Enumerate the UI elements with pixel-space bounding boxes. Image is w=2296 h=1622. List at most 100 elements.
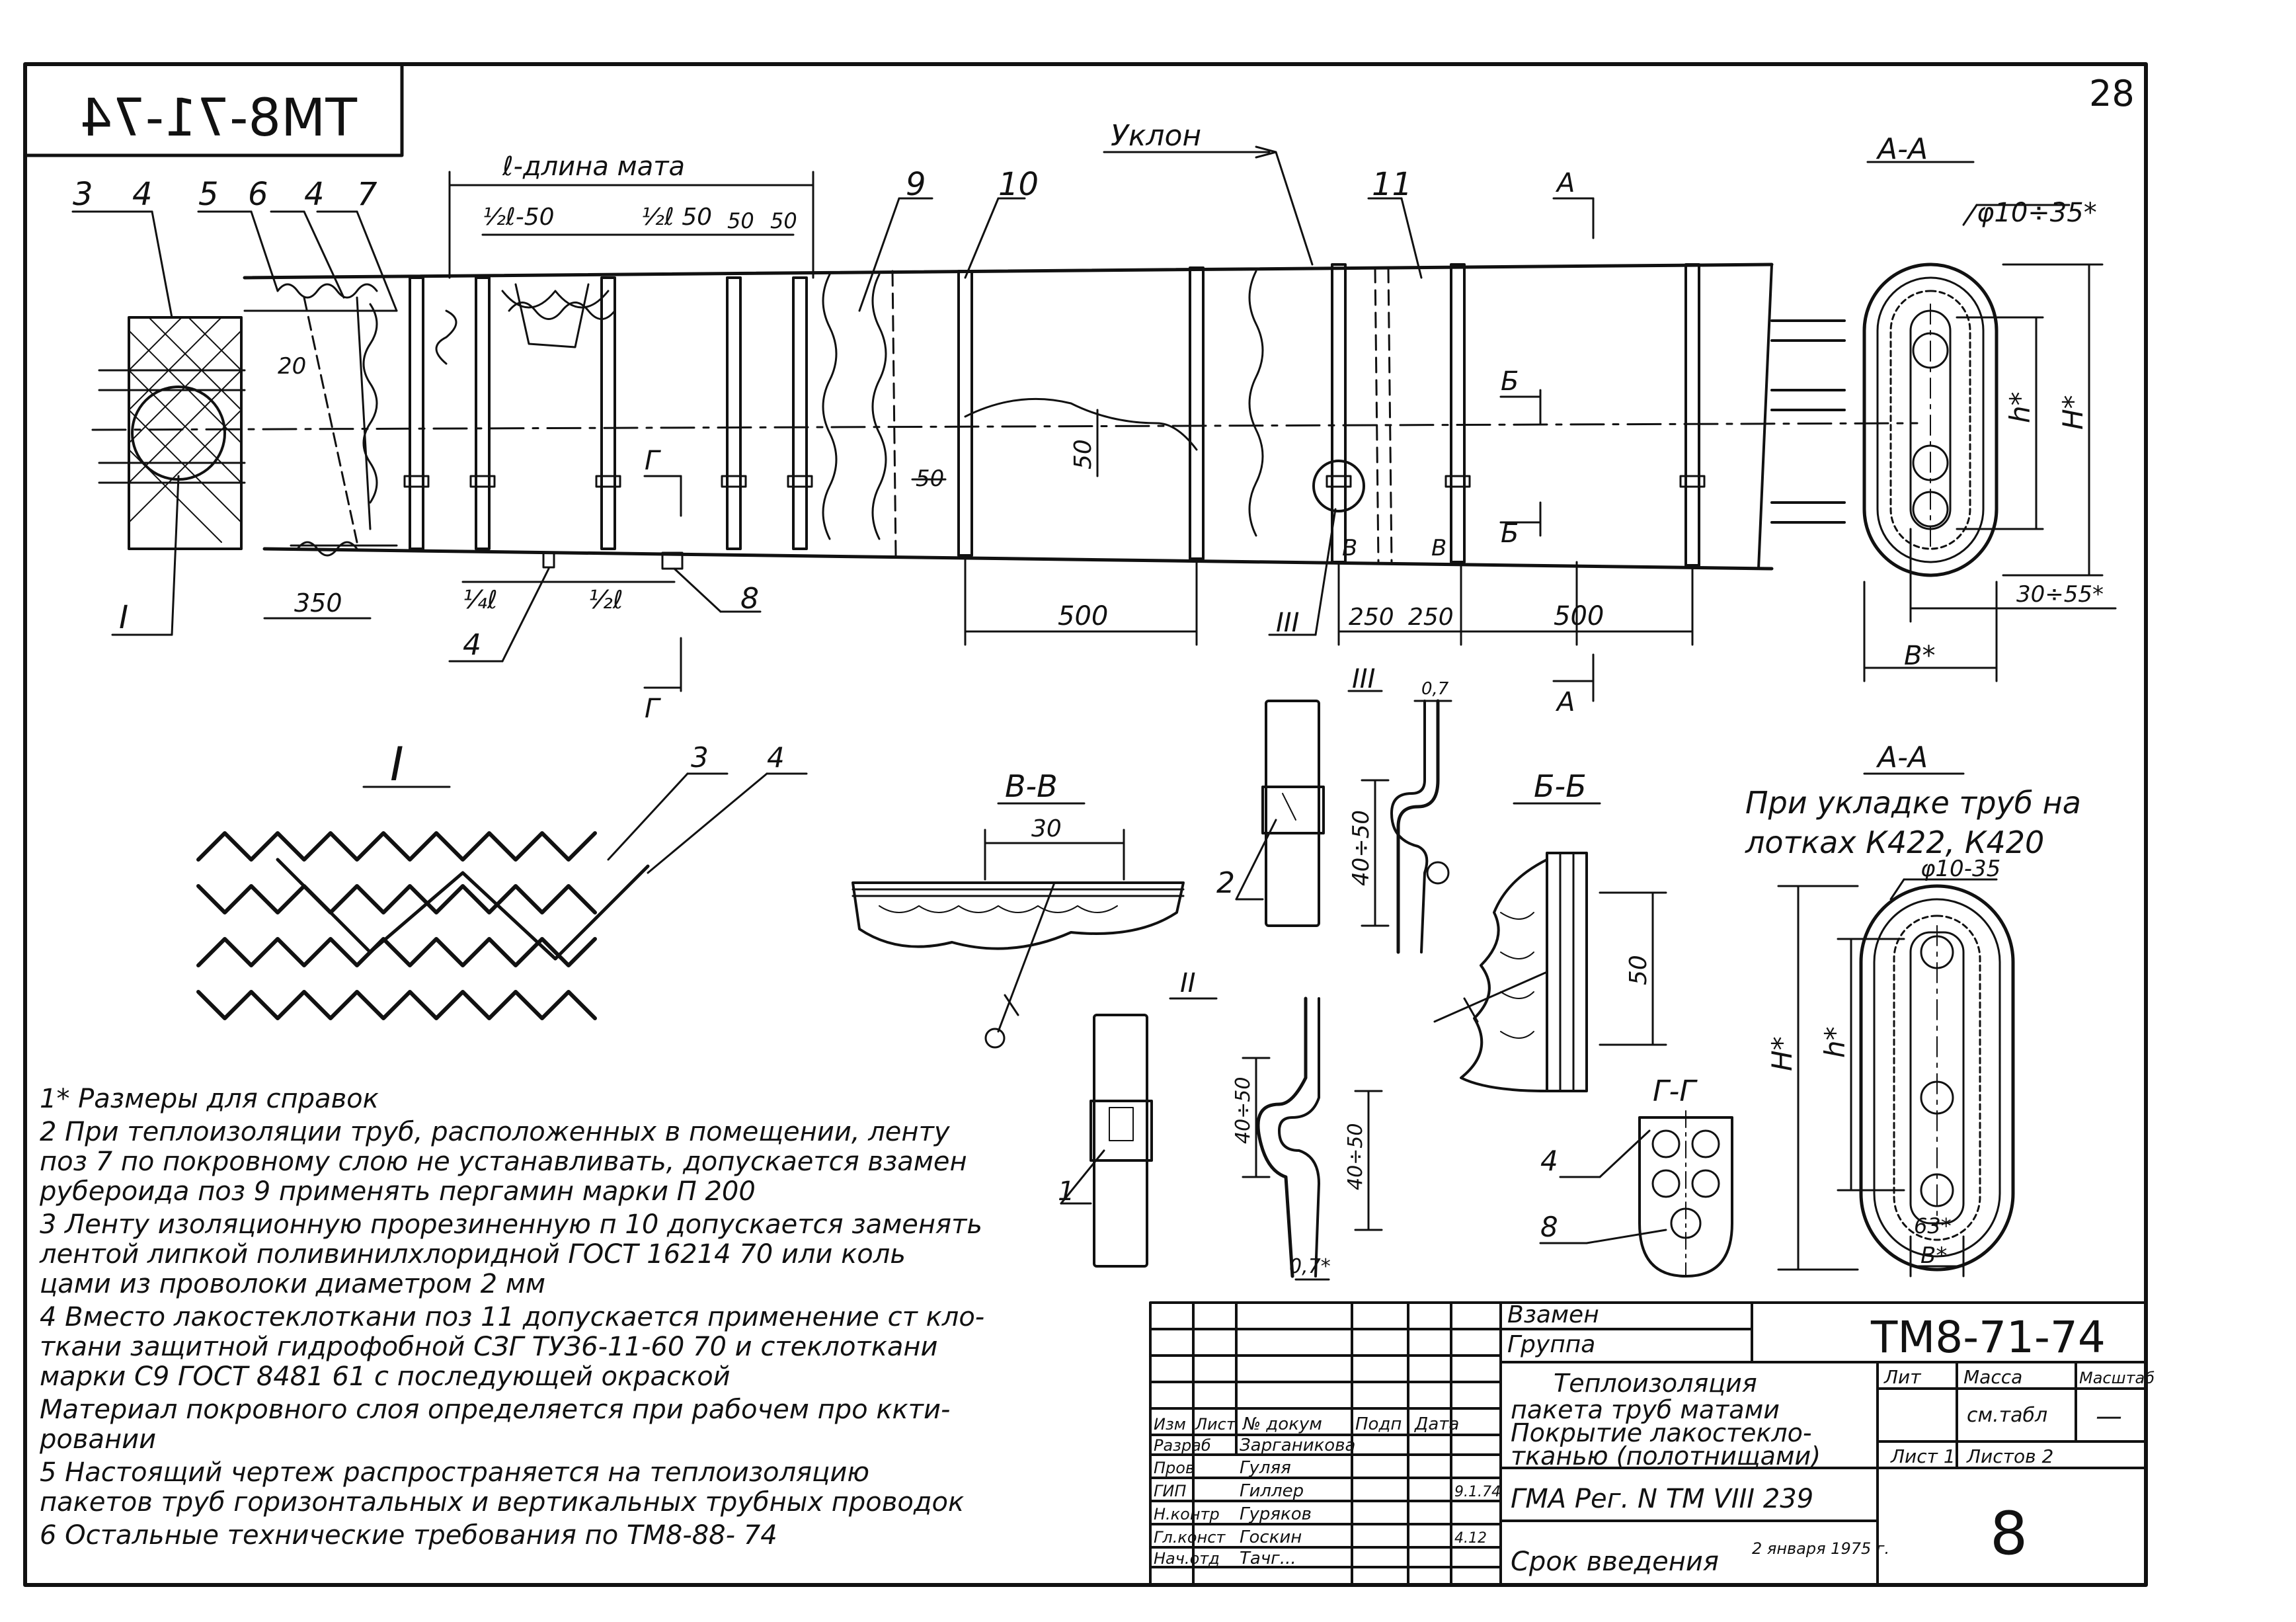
pos-8-main: 8 — [740, 582, 759, 616]
dim-500-b: 500 — [1554, 601, 1604, 631]
note-line: лентой липкой поливинилхлоридной ГОСТ 16… — [39, 1239, 906, 1270]
note-line: марки С9 ГОСТ 8481 61 с последующей окра… — [40, 1361, 731, 1392]
dim-250-a: 250 — [1349, 604, 1394, 631]
detail-iii-view — [1235, 690, 1452, 954]
role: ГИП — [1154, 1482, 1186, 1500]
dim-50b: 50 — [770, 208, 797, 233]
lit-label: Лит — [1883, 1366, 1921, 1388]
vv-title: В-В — [1005, 768, 1058, 804]
sheet-frame — [23, 62, 2148, 1587]
quarter-l: ¼ℓ — [463, 585, 498, 614]
aa2-title: А-А — [1876, 741, 1928, 774]
note-line: Материал покровного слоя определяется пр… — [40, 1395, 950, 1425]
mat-length-label: ℓ-длина мата — [502, 151, 685, 182]
detail-ii-pos1: 1 — [1058, 1176, 1074, 1207]
detail-iii-pos2: 2 — [1216, 866, 1235, 900]
section-mark-g-top: Г — [645, 446, 661, 476]
note-line: поз 7 по покровному слою не устанавливат… — [40, 1147, 967, 1177]
note-line: ровании — [39, 1424, 156, 1455]
callout-4b: 4 — [304, 176, 325, 213]
title-line-4: тканью (полотнищами) — [1511, 1441, 1821, 1471]
dim-20: 20 — [278, 353, 306, 380]
note-line: 1* Размеры для справок — [40, 1084, 379, 1114]
detail-i-mesh — [196, 772, 808, 1020]
detail-ii-40-50-a: 40÷50 — [1232, 1077, 1255, 1144]
dim-500-a: 500 — [1058, 601, 1108, 631]
callout-11: 11 — [1372, 166, 1412, 203]
section-aa-view — [1862, 161, 2117, 682]
page-number: 28 — [2089, 73, 2135, 114]
aa-B: B* — [1904, 641, 1935, 671]
half-l-50: ½ℓ 50 — [641, 204, 712, 231]
aa2-caption-1: При укладке труб на — [1745, 785, 2081, 821]
main-dimensions — [71, 145, 1694, 702]
note-line: 3 Ленту изоляционную прорезиненную п 10 … — [40, 1209, 982, 1240]
col-list: Лист — [1195, 1415, 1236, 1434]
listov-label: Листов 2 — [1966, 1445, 2053, 1467]
detail-ii-title: II — [1180, 968, 1196, 998]
detail-i-title: I — [390, 737, 404, 791]
dim-250-b: 250 — [1408, 604, 1454, 631]
dim-350: 350 — [294, 588, 342, 618]
reg-label: ГМА Рег. N ТМ VIII 239 — [1511, 1484, 1813, 1514]
masshtab-value: — — [2096, 1401, 2122, 1432]
note-line: рубероида поз 9 применять пергамин марки… — [39, 1176, 756, 1207]
vzamen-label: Взамен — [1507, 1301, 1599, 1328]
section-mark-v-left: В — [1342, 535, 1357, 561]
detail-ii-view — [1060, 996, 1383, 1281]
srok-label: Срок введения — [1511, 1547, 1719, 1577]
aa-h: h* — [2004, 391, 2036, 423]
note-line: 2 При теплоизоляции труб, расположенных … — [40, 1117, 951, 1147]
note-line: 6 Остальные технические требования по ТМ… — [40, 1520, 777, 1551]
section-mark-v-right: В — [1431, 535, 1446, 561]
date: 9.1.74 — [1454, 1484, 1501, 1500]
aa2-H: H* — [1766, 1036, 1798, 1071]
aa2-h: h* — [1819, 1026, 1851, 1058]
callout-6: 6 — [248, 176, 268, 213]
col-izm: Изм — [1154, 1415, 1186, 1434]
mirrored-code: ТМ8-71-74 — [80, 89, 358, 148]
detail-i-pos3: 3 — [691, 741, 709, 774]
section-mark-g-bottom: Г — [645, 694, 661, 724]
col-data: Дата — [1414, 1414, 1459, 1434]
slope-label: Уклон — [1111, 119, 1201, 153]
aa-H: H* — [2057, 395, 2089, 430]
half-l-minus-50: ½ℓ-50 — [483, 204, 555, 231]
aa-title: А-А — [1876, 132, 1928, 166]
gg-pos4: 4 — [1540, 1145, 1558, 1177]
title-line-2: пакета труб матами — [1511, 1395, 1780, 1424]
dim-50-vertical: 50 — [1070, 439, 1097, 469]
callout-5: 5 — [198, 176, 219, 213]
dim-50a: 50 — [727, 208, 754, 233]
callout-3: 3 — [73, 176, 93, 213]
role: Гл.конст — [1154, 1528, 1226, 1547]
gg-pos8: 8 — [1540, 1211, 1558, 1243]
section-gg-view — [1539, 1110, 1733, 1277]
sheet-number: 8 — [1990, 1499, 2028, 1568]
half-l: ½ℓ — [588, 585, 623, 614]
title-line-1: Теплоизоляция — [1554, 1369, 1757, 1398]
notes-block: 1* Размеры для справок 2 При теплоизоляц… — [39, 1084, 984, 1551]
pos-4-main: 4 — [463, 628, 481, 662]
section-bb-view — [1433, 802, 1667, 1092]
aa-phi: φ10÷35* — [1977, 198, 2097, 228]
aa2-phi: φ10-35 — [1920, 856, 2000, 882]
name: Зарганикова — [1240, 1436, 1355, 1455]
note-line: цами из проволоки диаметром 2 мм — [40, 1269, 545, 1299]
detail-ii-40-50-b: 40÷50 — [1344, 1123, 1367, 1190]
detail-i-mark: I — [119, 599, 128, 636]
aa2-B: B* — [1920, 1242, 1947, 1269]
name: Госкин — [1240, 1527, 1302, 1547]
detail-iii-mark: III — [1276, 608, 1299, 638]
bb-dim-50: 50 — [1625, 955, 1652, 985]
aa2-63: 63* — [1914, 1213, 1952, 1238]
note-line: пакетов труб горизонтальных и вертикальн… — [40, 1487, 964, 1518]
section-vv-view — [851, 802, 1185, 1049]
name: Тачг... — [1240, 1549, 1296, 1568]
detail-i-pos4: 4 — [767, 741, 785, 774]
section-mark-b-top: Б — [1501, 366, 1519, 397]
callout-9: 9 — [906, 166, 926, 203]
note-line: 4 Вместо лакостеклоткани поз 11 допускае… — [40, 1302, 984, 1332]
detail-iii-07: 0,7 — [1421, 679, 1449, 699]
